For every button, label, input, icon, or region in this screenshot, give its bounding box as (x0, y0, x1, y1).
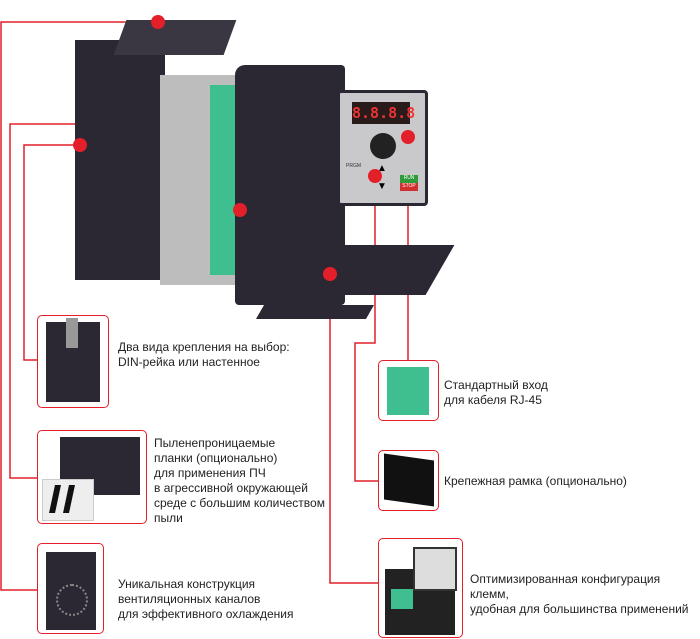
stop-button[interactable]: STOP (400, 183, 418, 191)
dot-knob (401, 130, 415, 144)
dot-board (233, 203, 247, 217)
thumb-mounting (37, 315, 109, 408)
rear-housing (75, 40, 165, 280)
thumb-dust (37, 430, 147, 524)
product-illustration: 8.8.8.8 PRGM ▲ ▼ RUN STOP (70, 15, 470, 335)
thumb-ventilation (37, 543, 104, 634)
thumb-terminals (378, 538, 463, 638)
dot-bottom-cover (323, 267, 337, 281)
control-knob[interactable] (370, 133, 396, 159)
dot-keypad-frame (368, 169, 382, 183)
down-button[interactable]: ▼ (377, 181, 387, 192)
keypad: 8.8.8.8 PRGM ▲ ▼ RUN STOP (337, 90, 428, 206)
caption-frame: Крепежная рамка (опционально) (444, 474, 627, 488)
thumb-frame (378, 450, 439, 511)
prgm-button[interactable]: PRGM (346, 163, 361, 169)
line-terminals (329, 274, 378, 584)
run-button[interactable]: RUN (400, 175, 418, 183)
line-ventilation (0, 21, 158, 591)
dot-rear-housing (73, 138, 87, 152)
up-button[interactable]: ▲ (377, 163, 387, 174)
caption-mounting: Два вида крепления на выбор:DIN-рейка ил… (118, 340, 290, 369)
line-mounting (23, 144, 80, 361)
dot-top-cover (151, 15, 165, 29)
caption-terminals: Оптимизированная конфигурация клемм,удоб… (470, 572, 689, 616)
led-display: 8.8.8.8 (352, 102, 416, 124)
thumb-rj45 (378, 360, 439, 421)
